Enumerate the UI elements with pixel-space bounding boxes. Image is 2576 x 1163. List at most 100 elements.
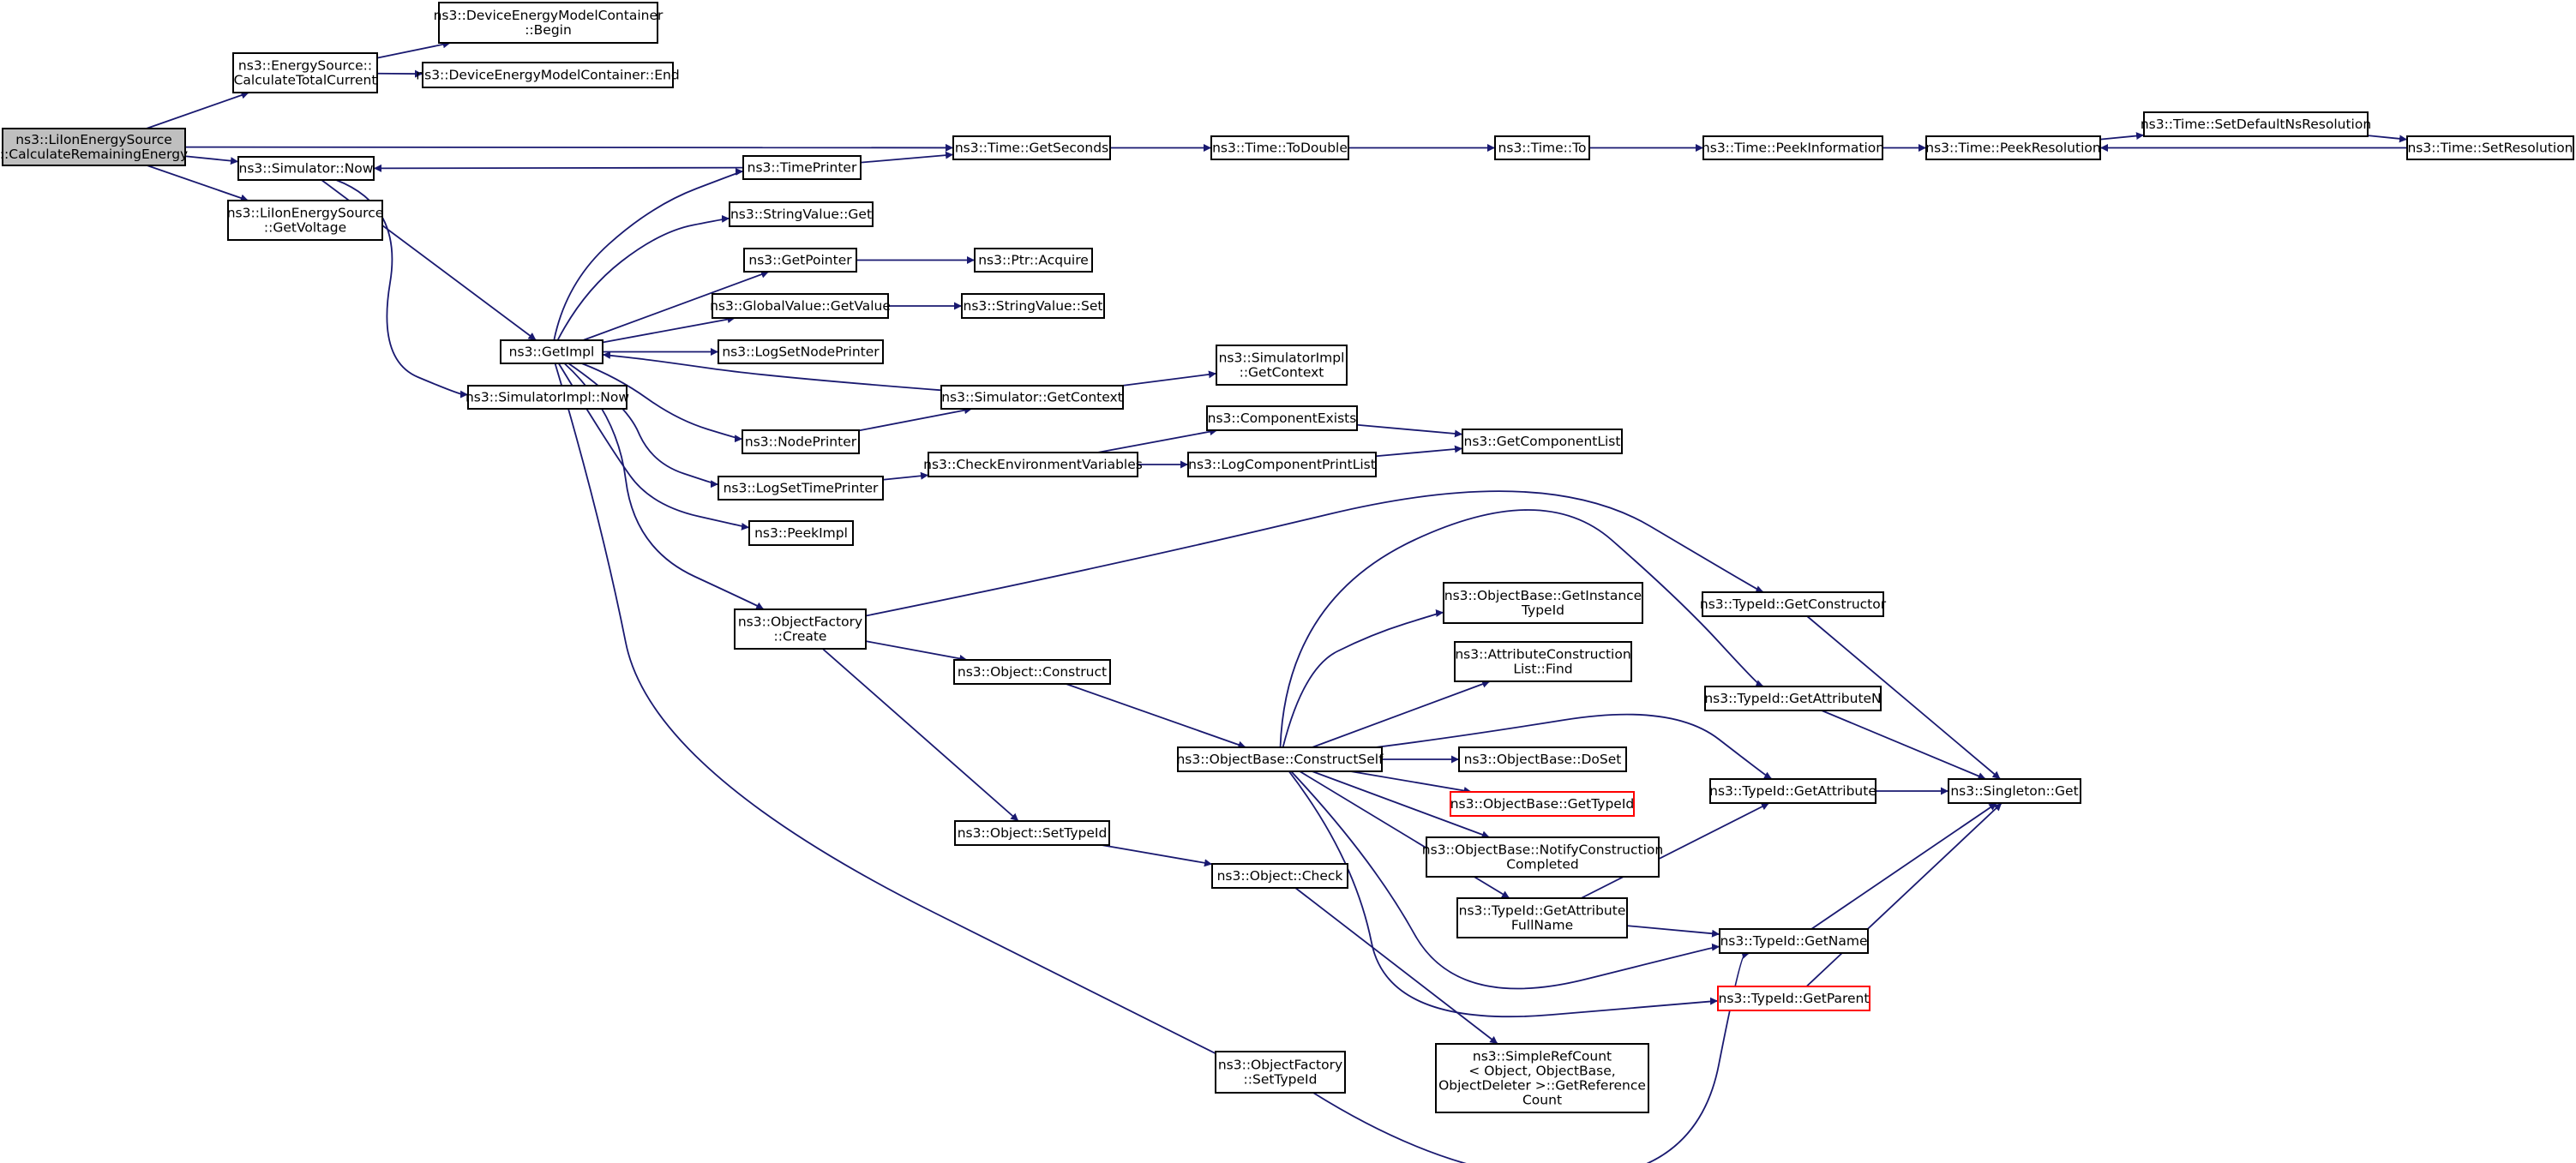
node-box-attrConstructionFind[interactable]	[1454, 641, 1632, 682]
node-objectConstruct[interactable]: ns3::Object::Construct	[953, 659, 1111, 685]
node-timeSetResolution[interactable]: ns3::Time::SetResolution	[2406, 135, 2574, 160]
node-box-simImplNow[interactable]	[467, 385, 627, 410]
node-objectSetTypeId[interactable]: ns3::Object::SetTypeId	[954, 820, 1110, 846]
node-box-objectFactorySetTypeId[interactable]	[1215, 1051, 1346, 1094]
node-timeToDouble[interactable]: ns3::Time::ToDouble	[1210, 135, 1349, 160]
node-box-typeIdGetConstructor[interactable]	[1702, 591, 1884, 617]
node-box-timePeekResolution[interactable]	[1925, 135, 2101, 160]
node-box-typeIdGetName[interactable]	[1719, 928, 1869, 954]
node-box-stringValueSet[interactable]	[961, 293, 1105, 319]
node-box-ptrAcquire[interactable]	[974, 248, 1093, 273]
node-box-simImplGetContext[interactable]	[1216, 345, 1348, 386]
node-typeIdGetParent[interactable]: ns3::TypeId::GetParent	[1717, 986, 1870, 1011]
node-componentExists[interactable]: ns3::ComponentExists	[1206, 405, 1358, 431]
node-box-timeTo[interactable]	[1494, 135, 1590, 160]
node-nodePrinter[interactable]: ns3::NodePrinter	[742, 429, 860, 454]
node-notifyConstructionCompleted[interactable]: ns3::ObjectBase::NotifyConstructionCompl…	[1422, 836, 1663, 878]
node-box-typeIdGetParent[interactable]	[1717, 986, 1870, 1011]
node-box-logComponentPrintList[interactable]	[1187, 452, 1377, 477]
node-constructSelf[interactable]: ns3::ObjectBase::ConstructSelf	[1176, 746, 1384, 772]
node-logSetNodePrinter[interactable]: ns3::LogSetNodePrinter	[718, 339, 884, 364]
node-timePrinter[interactable]: ns3::TimePrinter	[742, 155, 862, 180]
node-typeIdGetConstructor[interactable]: ns3::TypeId::GetConstructor	[1700, 591, 1887, 617]
node-box-objectConstruct[interactable]	[953, 659, 1111, 685]
node-logSetTimePrinter[interactable]: ns3::LogSetTimePrinter	[718, 476, 884, 501]
node-box-getImpl[interactable]	[500, 339, 603, 364]
node-box-notifyConstructionCompleted[interactable]	[1426, 836, 1660, 878]
node-simImplNow[interactable]: ns3::SimulatorImpl::Now	[465, 385, 629, 410]
node-demcEnd[interactable]: ns3::DeviceEnergyModelContainer::End	[416, 62, 680, 88]
node-getComponentList[interactable]: ns3::GetComponentList	[1462, 429, 1623, 454]
node-box-stringValueGet[interactable]	[729, 201, 874, 227]
node-timeGetSeconds[interactable]: ns3::Time::GetSeconds	[952, 135, 1111, 160]
node-stringValueGet[interactable]: ns3::StringValue::Get	[729, 201, 874, 227]
node-objectCheck[interactable]: ns3::Object::Check	[1211, 863, 1348, 889]
node-box-checkEnvVars[interactable]	[928, 452, 1138, 477]
node-typeIdGetAttribute[interactable]: ns3::TypeId::GetAttribute	[1709, 778, 1876, 804]
node-timePeekResolution[interactable]: ns3::Time::PeekResolution	[1925, 135, 2101, 160]
node-box-timeToDouble[interactable]	[1210, 135, 1349, 160]
node-box-objectCheck[interactable]	[1211, 863, 1348, 889]
node-typeIdGetName[interactable]: ns3::TypeId::GetName	[1719, 928, 1869, 954]
node-objectFactorySetTypeId[interactable]: ns3::ObjectFactory::SetTypeId	[1215, 1051, 1346, 1094]
node-box-simNow[interactable]	[237, 156, 375, 181]
node-box-objectFactoryCreate[interactable]	[734, 608, 867, 650]
node-box-objectSetTypeId[interactable]	[954, 820, 1110, 846]
node-box-logSetNodePrinter[interactable]	[718, 339, 884, 364]
node-box-root[interactable]	[2, 128, 186, 166]
node-getPointer[interactable]: ns3::GetPointer	[743, 248, 857, 273]
node-getImpl[interactable]: ns3::GetImpl	[500, 339, 603, 364]
node-logComponentPrintList[interactable]: ns3::LogComponentPrintList	[1187, 452, 1377, 477]
node-simGetContext[interactable]: ns3::Simulator::GetContext	[940, 385, 1124, 410]
node-box-constructSelf[interactable]	[1177, 746, 1383, 772]
node-box-nodePrinter[interactable]	[742, 429, 860, 454]
node-objectBaseGetTypeId[interactable]: ns3::ObjectBase::GetTypeId	[1450, 791, 1635, 817]
node-box-objectBaseGetTypeId[interactable]	[1450, 791, 1635, 817]
node-getVoltage[interactable]: ns3::LiIonEnergySource::GetVoltage	[227, 200, 384, 241]
node-box-componentExists[interactable]	[1206, 405, 1358, 431]
node-box-logSetTimePrinter[interactable]	[718, 476, 884, 501]
node-box-simpleRefCount[interactable]	[1435, 1043, 1649, 1113]
node-objectFactoryCreate[interactable]: ns3::ObjectFactory::Create	[734, 608, 867, 650]
node-box-getVoltage[interactable]	[227, 200, 383, 241]
node-simNow[interactable]: ns3::Simulator::Now	[237, 156, 375, 181]
node-checkEnvVars[interactable]: ns3::CheckEnvironmentVariables	[923, 452, 1143, 477]
node-timeTo[interactable]: ns3::Time::To	[1494, 135, 1590, 160]
node-simImplGetContext[interactable]: ns3::SimulatorImpl::GetContext	[1216, 345, 1348, 386]
node-box-getComponentList[interactable]	[1462, 429, 1623, 454]
node-objectBaseDoSet[interactable]: ns3::ObjectBase::DoSet	[1458, 746, 1627, 772]
node-singletonGet[interactable]: ns3::Singleton::Get	[1948, 778, 2081, 804]
node-box-getInstanceTypeId[interactable]	[1443, 582, 1643, 624]
node-typeIdGetAttributeN[interactable]: ns3::TypeId::GetAttributeN	[1704, 686, 1882, 711]
node-box-demcBegin[interactable]	[438, 2, 658, 44]
node-box-singletonGet[interactable]	[1948, 778, 2081, 804]
node-box-timePeekInformation[interactable]	[1702, 135, 1883, 160]
node-box-typeIdGetAttrFullName[interactable]	[1456, 897, 1628, 938]
node-calcTotalCurrent[interactable]: ns3::EnergySource::CalculateTotalCurrent	[232, 52, 378, 93]
node-box-typeIdGetAttribute[interactable]	[1709, 778, 1876, 804]
node-root[interactable]: ns3::LiIonEnergySource::CalculateRemaini…	[0, 128, 188, 166]
node-box-timePrinter[interactable]	[742, 155, 862, 180]
node-box-timeGetSeconds[interactable]	[952, 135, 1111, 160]
node-box-timeSetDefaultNsRes[interactable]	[2143, 111, 2369, 137]
node-demcBegin[interactable]: ns3::DeviceEnergyModelContainer::Begin	[434, 2, 664, 44]
node-timeSetDefaultNsRes[interactable]: ns3::Time::SetDefaultNsResolution	[2141, 111, 2371, 137]
node-simpleRefCount[interactable]: ns3::SimpleRefCount< Object, ObjectBase,…	[1435, 1043, 1649, 1113]
node-box-globalValueGetValue[interactable]	[712, 293, 889, 319]
node-stringValueSet[interactable]: ns3::StringValue::Set	[961, 293, 1105, 319]
node-globalValueGetValue[interactable]: ns3::GlobalValue::GetValue	[710, 293, 891, 319]
node-box-calcTotalCurrent[interactable]	[232, 52, 378, 93]
node-box-simGetContext[interactable]	[940, 385, 1124, 410]
node-box-demcEnd[interactable]	[422, 62, 674, 88]
node-box-peekImpl[interactable]	[748, 520, 854, 546]
node-timePeekInformation[interactable]: ns3::Time::PeekInformation	[1702, 135, 1884, 160]
node-peekImpl[interactable]: ns3::PeekImpl	[748, 520, 854, 546]
node-box-typeIdGetAttributeN[interactable]	[1704, 686, 1882, 711]
node-box-objectBaseDoSet[interactable]	[1458, 746, 1627, 772]
node-ptrAcquire[interactable]: ns3::Ptr::Acquire	[974, 248, 1093, 273]
node-box-timeSetResolution[interactable]	[2406, 135, 2574, 160]
node-box-getPointer[interactable]	[743, 248, 857, 273]
